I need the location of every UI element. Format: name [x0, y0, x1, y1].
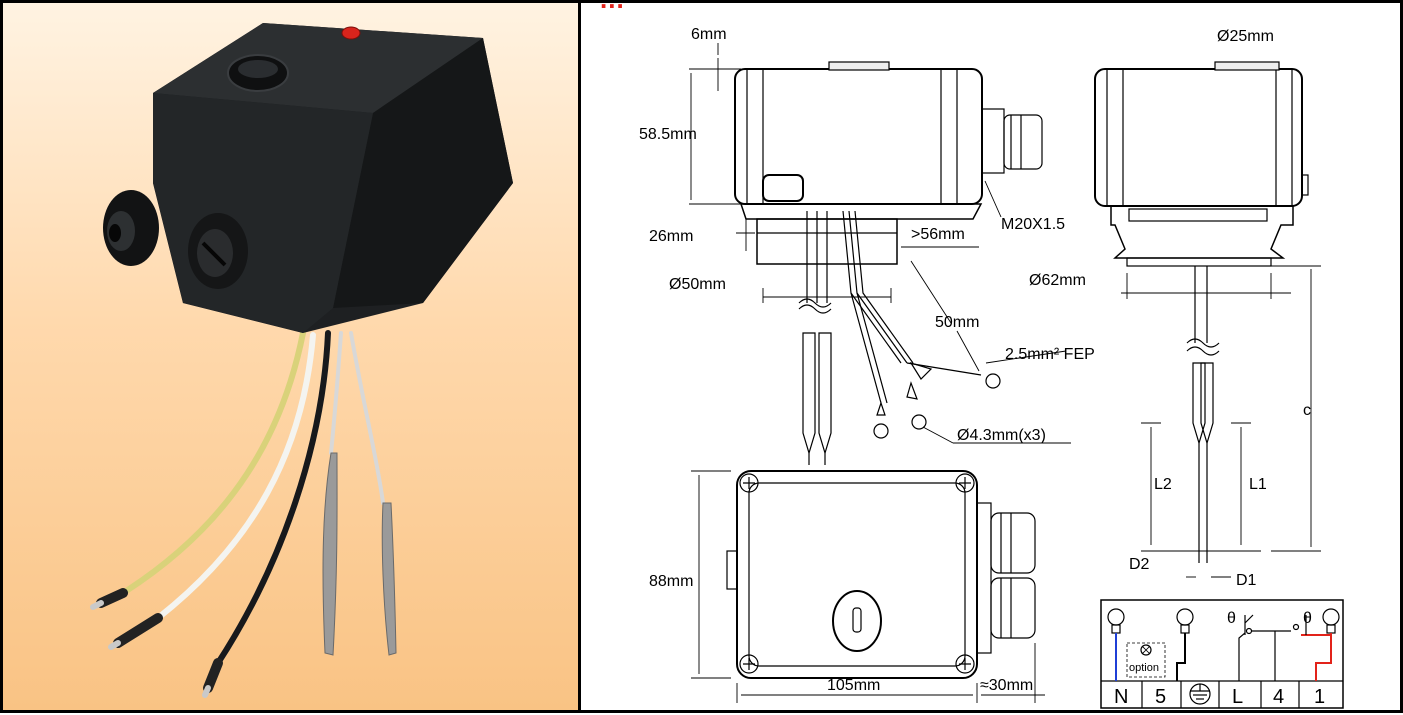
- diameter-d1-label: D1: [1236, 572, 1257, 589]
- gland-depth-dimension: ≈30mm: [980, 677, 1033, 694]
- page-title: ...: [600, 0, 625, 15]
- technical-drawing-panel: 6mm Ø25mm 58.5mm 26mm >56mm Ø50mm M20X1.…: [581, 3, 1400, 710]
- terminal-l: L: [1232, 686, 1243, 708]
- option-label: option: [1129, 662, 1159, 674]
- overhang-dimension: >56mm: [911, 226, 965, 243]
- theta-left-label: θ: [1227, 610, 1236, 627]
- wiring-diagram: [1100, 599, 1344, 709]
- cable-gland-thread-label: M20X1.5: [1001, 216, 1065, 233]
- earth-icon: [1189, 683, 1211, 705]
- housing: [153, 23, 513, 333]
- flange-height-dimension: 26mm: [649, 228, 693, 245]
- base-diameter-dimension: Ø62mm: [1029, 272, 1086, 289]
- top-view: [726, 470, 1036, 679]
- product-photo-panel: [3, 3, 581, 710]
- theta-right-label: θ: [1303, 610, 1312, 627]
- terminal-4: 4: [1273, 686, 1284, 708]
- top-view-dimensions: [691, 470, 1045, 703]
- dimension-drawing: 6mm Ø25mm 58.5mm 26mm >56mm Ø50mm M20X1.…: [639, 26, 1344, 709]
- terminal-n: N: [1114, 686, 1128, 708]
- body-height-dimension: 58.5mm: [639, 126, 697, 143]
- length-c-label: c: [1303, 402, 1311, 419]
- box-height-dimension: 88mm: [649, 573, 693, 590]
- cap-diameter-dimension: Ø25mm: [1217, 28, 1274, 45]
- top-cap-dimension: 6mm: [691, 26, 727, 43]
- dimension-labels: 6mm Ø25mm 58.5mm 26mm >56mm Ø50mm M20X1.…: [639, 26, 1311, 694]
- wire-bundle: [120, 330, 385, 666]
- flange-diameter-dimension: Ø50mm: [669, 276, 726, 293]
- terminal-5: 5: [1155, 686, 1166, 708]
- wire-terminals: [90, 588, 223, 698]
- capillary-sensors: [322, 452, 397, 656]
- side-view-dimensions: [1121, 265, 1321, 578]
- wiring-labels: θ θ option N 5 L 4 1: [1114, 610, 1325, 708]
- wire-spec-label: 2.5mm² FEP: [1005, 346, 1095, 363]
- diameter-d2-label: D2: [1129, 556, 1150, 573]
- side-view: [1094, 61, 1309, 563]
- cable-gland: [103, 190, 248, 289]
- ring-terminal-label: Ø4.3mm(x3): [957, 427, 1046, 444]
- length-l1-label: L1: [1249, 476, 1267, 493]
- front-view-dimensions: [689, 43, 1071, 444]
- red-led-icon: [341, 26, 361, 40]
- box-width-dimension: 105mm: [827, 677, 880, 694]
- terminal-1: 1: [1314, 686, 1325, 708]
- length-l2-label: L2: [1154, 476, 1172, 493]
- wire-length-dimension: 50mm: [935, 314, 979, 331]
- front-view: [734, 61, 1043, 465]
- heater-thermostat-photo: [90, 23, 513, 698]
